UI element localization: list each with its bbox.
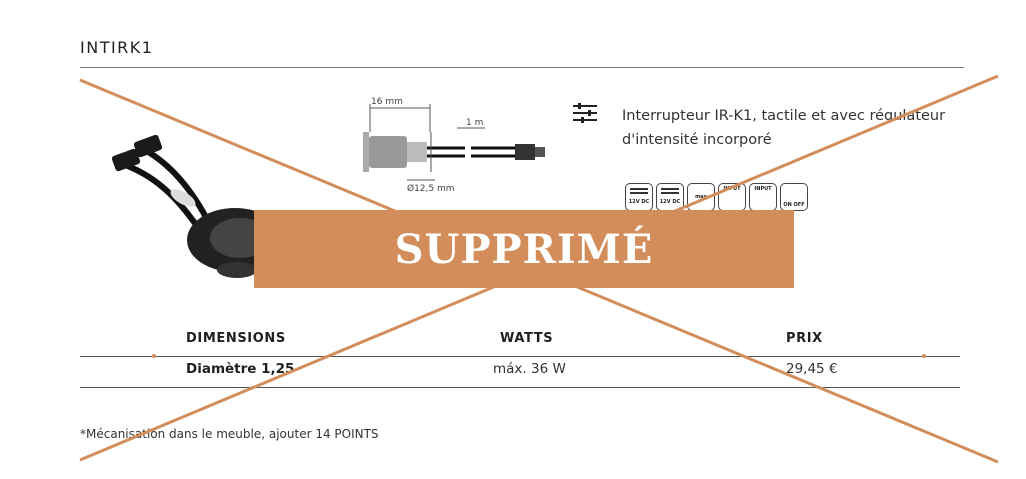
cell-dimensions: Diamètre 1,25 <box>186 361 295 377</box>
spec-icons: 12V DC 12V DC max INPUT INPUT ON OFF <box>625 183 808 211</box>
table-divider <box>80 356 960 357</box>
top-divider <box>80 67 964 68</box>
touch-on-off-icon: ON OFF <box>780 183 808 211</box>
12v-dc-icon: 12V DC <box>656 183 684 211</box>
footnote: *Mécanisation dans le meuble, ajouter 14… <box>80 427 379 441</box>
input-icon: INPUT <box>749 183 777 211</box>
diameter-dimension: Ø12,5 mm <box>407 184 455 194</box>
divider-dot <box>152 354 156 358</box>
12v-dc-icon: 12V DC <box>625 183 653 211</box>
cell-prix: 29,45 € <box>786 361 838 377</box>
header-dimensions: DIMENSIONS <box>186 331 286 346</box>
deleted-banner: SUPPRIMÉ <box>254 210 794 288</box>
divider-dot <box>922 354 926 358</box>
cell-watts: máx. 36 W <box>493 361 566 377</box>
cable-length-dimension: 1 m <box>466 118 484 128</box>
product-description: Interrupteur IR-K1, tactile et avec régu… <box>622 108 946 148</box>
table-bottom-divider <box>80 387 960 388</box>
width-dimension: 16 mm <box>371 97 403 107</box>
max-watt-icon: max <box>687 183 715 211</box>
product-code: INTIRK1 <box>80 38 154 57</box>
header-watts: WATTS <box>500 331 554 346</box>
input-icon: INPUT <box>718 183 746 211</box>
sliders-icon <box>573 103 597 123</box>
header-prix: PRIX <box>786 331 823 346</box>
